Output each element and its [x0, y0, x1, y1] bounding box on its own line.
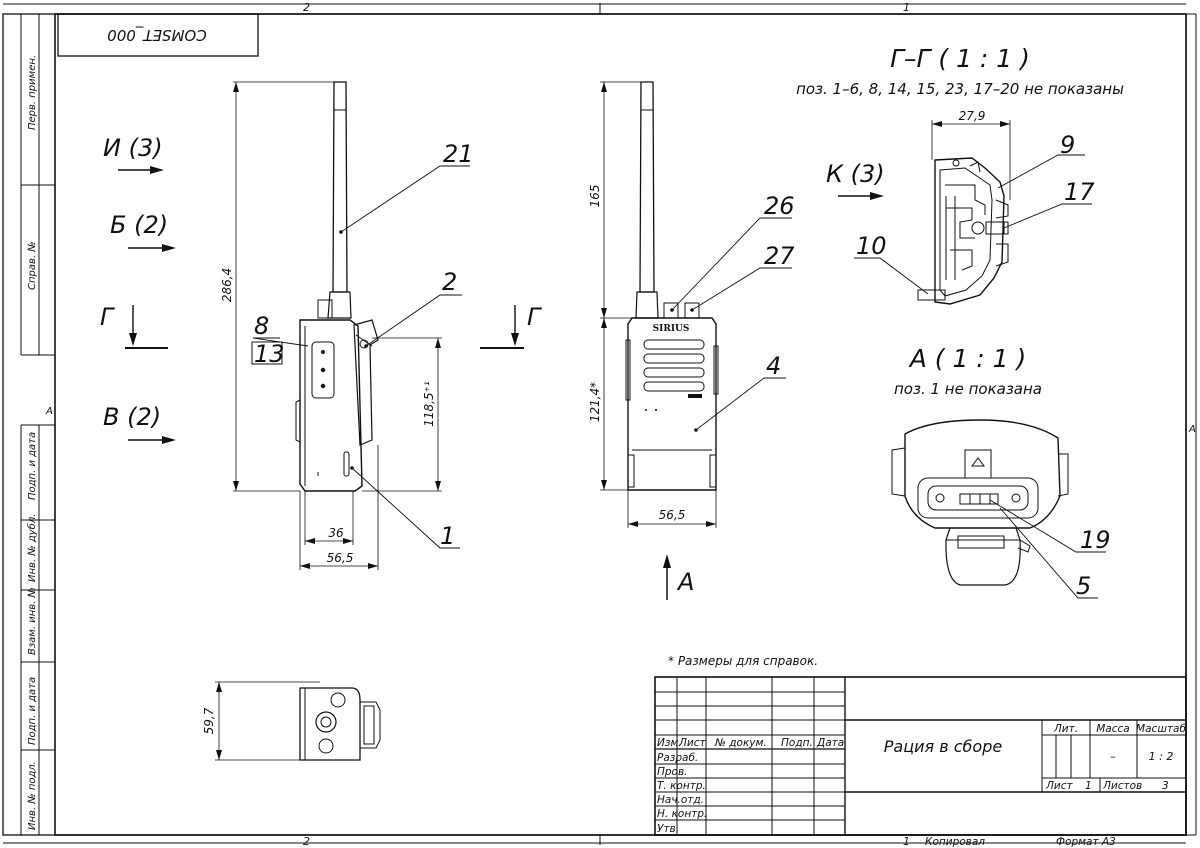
- strip-label-sprav-no: Справ. №: [27, 241, 38, 290]
- pos-8: 8: [254, 312, 269, 340]
- title-block-lines: [654, 676, 1187, 836]
- tb-scale: 1 : 2: [1149, 750, 1174, 763]
- tb-masshtab-label: Масштаб: [1136, 723, 1186, 735]
- section-a-note: поз. 1 не показана: [894, 380, 1042, 398]
- pos-9: 9: [1060, 131, 1075, 159]
- strip-label-perv-primen: Перв. примен.: [27, 55, 38, 130]
- leaders-side: [251, 165, 470, 549]
- dim-side-body: 118,5⁺¹: [422, 381, 436, 427]
- view-label-a: А: [676, 568, 694, 596]
- pos-27: 27: [764, 242, 795, 270]
- tb-sheet: 1: [1085, 780, 1092, 792]
- pos-26: 26: [764, 192, 795, 220]
- tb-sheets-label: Листов: [1102, 780, 1142, 792]
- pos-1: 1: [440, 522, 455, 550]
- tb-role-prov: Пров.: [657, 766, 688, 778]
- tb-podp: Подп.: [781, 737, 813, 749]
- dim-gg-279: 27,9: [959, 109, 986, 123]
- tb-product-name: Рация в сборе: [884, 737, 1003, 756]
- tb-sheets: 3: [1162, 780, 1169, 792]
- view-arrow-b2: [128, 244, 176, 252]
- dim-front-165: 165: [588, 185, 602, 208]
- view-arrow-a: [663, 554, 671, 600]
- tb-role-nkontr: Н. контр.: [657, 808, 707, 820]
- view-label-k3: К (3): [826, 160, 885, 188]
- zone-number-top-right: 1: [903, 1, 910, 14]
- tb-kopiroval: Копировал: [925, 836, 985, 848]
- front-view-radio: [625, 81, 719, 491]
- dim-top-597: 59,7: [202, 707, 216, 734]
- footnote: * Размеры для справок.: [668, 654, 818, 668]
- tb-lit-label: Лит.: [1053, 723, 1078, 735]
- pos-17: 17: [1064, 178, 1095, 206]
- top-view-dimensions: [215, 681, 320, 761]
- tb-data: Дата: [816, 737, 844, 749]
- pos-19: 19: [1080, 526, 1111, 554]
- front-view-dimensions: [600, 81, 717, 528]
- section-gg-dimension: [931, 120, 1011, 200]
- strip-label-inv-dubl: Инв. № дубл.: [26, 514, 38, 582]
- tb-izm: Изм.: [657, 737, 682, 749]
- tb-role-nachotd: Нач.отд.: [657, 794, 704, 806]
- section-arrow-g-left: [125, 305, 168, 349]
- section-gg-note: поз. 1–6, 8, 14, 15, 23, 17–20 не показа…: [796, 80, 1124, 98]
- tb-massa-label: Масса: [1096, 723, 1129, 735]
- side-view-dimensions: [233, 81, 442, 570]
- section-label-g-left: Г: [100, 303, 115, 331]
- view-arrow-v2: [128, 436, 176, 444]
- dim-side-w36: 36: [328, 526, 344, 540]
- zone-letter-left: A: [45, 406, 53, 417]
- tb-role-utv: Утв.: [657, 823, 679, 835]
- left-strip: [20, 14, 55, 835]
- pos-21: 21: [443, 140, 474, 168]
- dim-front-1214: 121,4*: [588, 382, 602, 422]
- tb-massa: –: [1110, 750, 1116, 763]
- section-label-g-right: Г: [527, 303, 542, 331]
- view-label-i3: И (3): [103, 134, 163, 162]
- strip-label-podp-data-2: Подп. и дата: [27, 677, 38, 745]
- leaders-section-a: [989, 499, 1106, 599]
- zone-number-top-left: 2: [303, 1, 310, 14]
- strip-label-vzam-inv: Взам. инв. №: [27, 587, 38, 655]
- pos-13: 13: [254, 340, 285, 368]
- tb-ndoc: № докум.: [714, 737, 767, 749]
- section-gg-drawing: [917, 157, 1009, 305]
- side-view-radio: [295, 81, 379, 492]
- pos-2: 2: [442, 268, 457, 296]
- doc-code: COMSET_000: [107, 25, 207, 44]
- tb-role-tkontr: Т. контр.: [657, 780, 706, 792]
- dim-side-w565: 56,5: [327, 551, 354, 565]
- pos-10: 10: [856, 232, 887, 260]
- zone-letter-right: A: [1188, 424, 1196, 435]
- pos-5: 5: [1076, 572, 1091, 600]
- leaders-front: [670, 217, 792, 431]
- section-a-title: А ( 1 : 1 ): [908, 344, 1027, 373]
- dim-front-w565: 56,5: [659, 508, 686, 522]
- dim-side-height: 286,4: [220, 268, 234, 302]
- view-label-v2: В (2): [103, 403, 161, 431]
- section-gg-title: Г–Г ( 1 : 1 ): [890, 44, 1030, 73]
- view-label-b2: Б (2): [110, 211, 168, 239]
- pos-4: 4: [766, 352, 781, 380]
- tb-list: Лист: [678, 737, 706, 749]
- strip-label-podp-data-1: Подп. и дата: [27, 432, 38, 500]
- tb-format: Формат А3: [1056, 836, 1116, 848]
- tb-sheet-label: Лист: [1045, 780, 1073, 792]
- tb-role-razrab: Разраб.: [657, 752, 698, 764]
- leaders-section-gg: [854, 154, 1092, 295]
- section-arrow-g-right: [480, 305, 524, 349]
- view-arrow-k3: [838, 192, 884, 200]
- section-a-drawing: [891, 419, 1069, 586]
- strip-label-inv-podl: Инв. № подл.: [27, 761, 38, 830]
- zone-number-bottom-left: 2: [303, 835, 310, 848]
- top-view-radio: [299, 687, 381, 761]
- zone-number-bottom-right: 1: [903, 835, 910, 848]
- sheet-frame: [2, 3, 1197, 845]
- brand-logo: SIRIUS: [653, 324, 690, 334]
- view-arrow-i3: [118, 166, 164, 174]
- doc-code-box: [57, 13, 259, 57]
